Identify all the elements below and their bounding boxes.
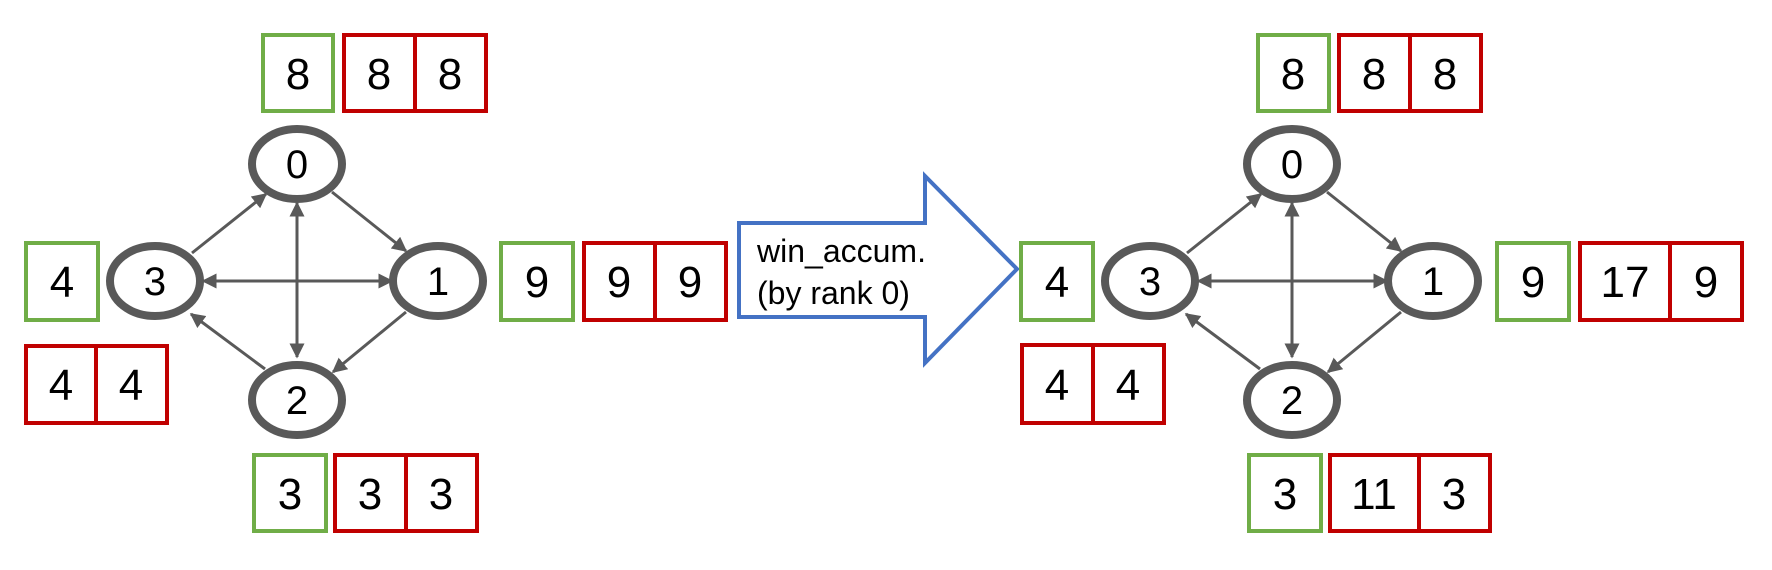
before-node-0-values: 8 8 8	[261, 33, 488, 113]
red-value-box-1	[1020, 343, 1095, 425]
edge-0-to-1	[1326, 190, 1403, 253]
edge-0-to-1	[331, 190, 408, 253]
edge-1-to-2	[331, 310, 407, 374]
red-value-box-2	[1417, 453, 1492, 533]
after-node-2-values: 3 11 3	[1247, 453, 1492, 533]
red-value-box-1	[1328, 453, 1421, 533]
red-value-1: 8	[367, 50, 391, 99]
node-label: 1	[1422, 260, 1444, 304]
green-value: 8	[286, 50, 310, 99]
red-value-2: 9	[1694, 258, 1718, 307]
process-arrow: win_accum. (by rank 0)	[737, 171, 1020, 368]
red-value-box-2	[653, 241, 728, 322]
green-value: 3	[1273, 470, 1297, 519]
red-value-1: 4	[49, 361, 73, 410]
red-value-box-2	[413, 33, 488, 113]
after-node-0: 0	[1243, 125, 1341, 203]
green-value: 9	[525, 258, 549, 307]
node-circle	[389, 242, 487, 320]
green-value-box	[261, 33, 335, 113]
before-node-1-values: 9 9 9	[499, 241, 728, 322]
green-value-box	[24, 241, 100, 322]
node-circle	[248, 361, 346, 439]
green-value: 3	[278, 470, 302, 519]
red-value-box-1	[333, 453, 408, 533]
red-value-2: 3	[429, 470, 453, 519]
red-value-1: 11	[1351, 470, 1397, 519]
red-value-box-2	[1091, 343, 1166, 425]
after-node-0-values: 8 8 8	[1256, 33, 1483, 113]
node-label: 0	[286, 143, 308, 187]
operation-line-2: (by rank 0)	[757, 275, 910, 311]
red-value-2: 8	[1433, 50, 1457, 99]
edge-1-to-2	[1326, 310, 1402, 374]
operation-line-1: win_accum.	[756, 233, 926, 269]
before-node-2-values: 3 3 3	[252, 453, 479, 533]
before-node-1: 1	[389, 242, 487, 320]
red-value-2: 4	[1116, 361, 1140, 410]
green-value-box	[1019, 241, 1095, 322]
red-value-box-1	[1578, 241, 1672, 322]
green-value: 4	[1045, 258, 1069, 307]
green-value-box	[1495, 241, 1571, 322]
node-label: 2	[286, 379, 308, 423]
red-value-box-2	[1668, 241, 1744, 322]
before-edges	[189, 190, 408, 374]
node-label: 0	[1281, 143, 1303, 187]
green-value: 8	[1281, 50, 1305, 99]
red-value-2: 4	[119, 361, 143, 410]
edge-3-to-0	[1186, 192, 1263, 255]
edge-2-to-3	[1184, 312, 1261, 371]
red-value-2: 9	[678, 258, 702, 307]
green-value-box	[499, 241, 575, 322]
node-circle	[1101, 242, 1199, 320]
after-edges	[1184, 190, 1403, 374]
after-node-2: 2	[1243, 361, 1341, 439]
red-value-2: 8	[438, 50, 462, 99]
node-circle	[1384, 242, 1482, 320]
node-label: 3	[1139, 260, 1161, 304]
after-graph: 0 1 2 3 8 8 8 9 17	[1019, 33, 1744, 533]
node-circle	[1243, 361, 1341, 439]
green-value-box	[252, 453, 328, 533]
red-value-1: 4	[1045, 361, 1069, 410]
before-node-3: 3	[106, 242, 204, 320]
after-node-1-values: 9 17 9	[1495, 241, 1744, 322]
before-node-2: 2	[248, 361, 346, 439]
red-value-1: 3	[358, 470, 382, 519]
block-arrow-shape	[737, 171, 1020, 368]
after-node-1: 1	[1384, 242, 1482, 320]
before-node-3-values: 4 4 4	[24, 241, 169, 425]
green-value-box	[1256, 33, 1331, 113]
red-value-1: 8	[1362, 50, 1386, 99]
green-value: 4	[50, 258, 74, 307]
node-label: 1	[427, 260, 449, 304]
before-node-0: 0	[248, 125, 346, 203]
node-label: 3	[144, 260, 166, 304]
edge-2-to-3	[189, 312, 266, 371]
red-value-2: 3	[1442, 470, 1466, 519]
after-node-3: 3	[1101, 242, 1199, 320]
red-value-box-2	[94, 344, 169, 425]
red-value-1: 9	[607, 258, 631, 307]
node-circle	[248, 125, 346, 203]
node-label: 2	[1281, 379, 1303, 423]
red-value-box-2	[1408, 33, 1483, 113]
green-value-box	[1247, 453, 1323, 533]
red-value-1: 17	[1601, 258, 1650, 307]
after-node-3-values: 4 4 4	[1019, 241, 1166, 425]
red-value-box-2	[404, 453, 479, 533]
red-value-box-1	[1337, 33, 1412, 113]
node-circle	[106, 242, 204, 320]
edge-3-to-0	[191, 192, 268, 255]
before-graph: 0 1 2 3 8 8 8 9 9	[24, 33, 728, 533]
green-value: 9	[1521, 258, 1545, 307]
node-circle	[1243, 125, 1341, 203]
